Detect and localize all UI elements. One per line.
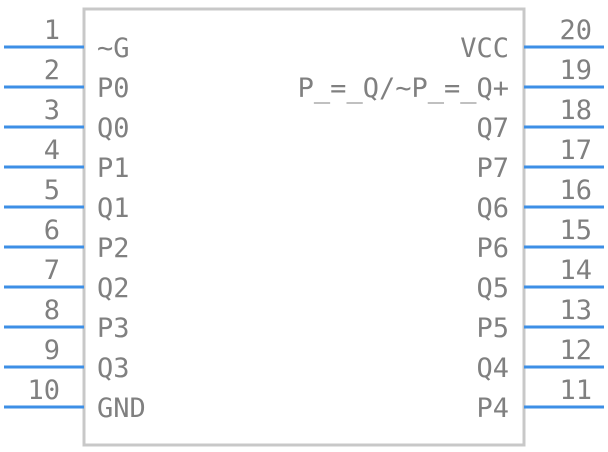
pin-9-label: Q3 [97,353,130,384]
pin-2-label: P0 [97,73,130,104]
pin-20-number: 20 [559,15,592,46]
pin-17-number: 17 [559,135,592,166]
pin-6-label: P2 [97,233,130,264]
pin-3-label: Q0 [97,113,130,144]
pin-7-label: Q2 [97,273,130,304]
pin-8-number: 8 [44,295,60,326]
pin-18-number: 18 [559,95,592,126]
pin-10-label: GND [97,393,146,424]
pin-13-label: P5 [476,313,509,344]
pin-2-number: 2 [44,55,60,86]
pin-20-label: VCC [460,33,509,64]
pin-8-label: P3 [97,313,130,344]
pin-18-label: Q7 [476,113,509,144]
pin-10-number: 10 [27,375,60,406]
pin-16-number: 16 [559,175,592,206]
pin-4-number: 4 [44,135,60,166]
pin-4-label: P1 [97,153,130,184]
pin-9-number: 9 [44,335,60,366]
pin-14-label: Q5 [476,273,509,304]
pin-6-number: 6 [44,215,60,246]
pin-12-label: Q4 [476,353,509,384]
pin-13-number: 13 [559,295,592,326]
ic-body-outline [82,7,526,447]
pin-14-number: 14 [559,255,592,286]
pin-12-number: 12 [559,335,592,366]
pin-3-number: 3 [44,95,60,126]
pin-11-label: P4 [476,393,509,424]
pin-19-label: P_=_Q/~P_=_Q+ [298,73,509,104]
pin-1-number: 1 [44,15,60,46]
pin-16-label: Q6 [476,193,509,224]
pin-7-number: 7 [44,255,60,286]
pin-19-number: 19 [559,55,592,86]
pin-11-number: 11 [559,375,592,406]
pin-5-number: 5 [44,175,60,206]
pin-17-label: P7 [476,153,509,184]
pin-5-label: Q1 [97,193,130,224]
pin-1-label: ~G [97,33,130,64]
pin-15-label: P6 [476,233,509,264]
pin-15-number: 15 [559,215,592,246]
